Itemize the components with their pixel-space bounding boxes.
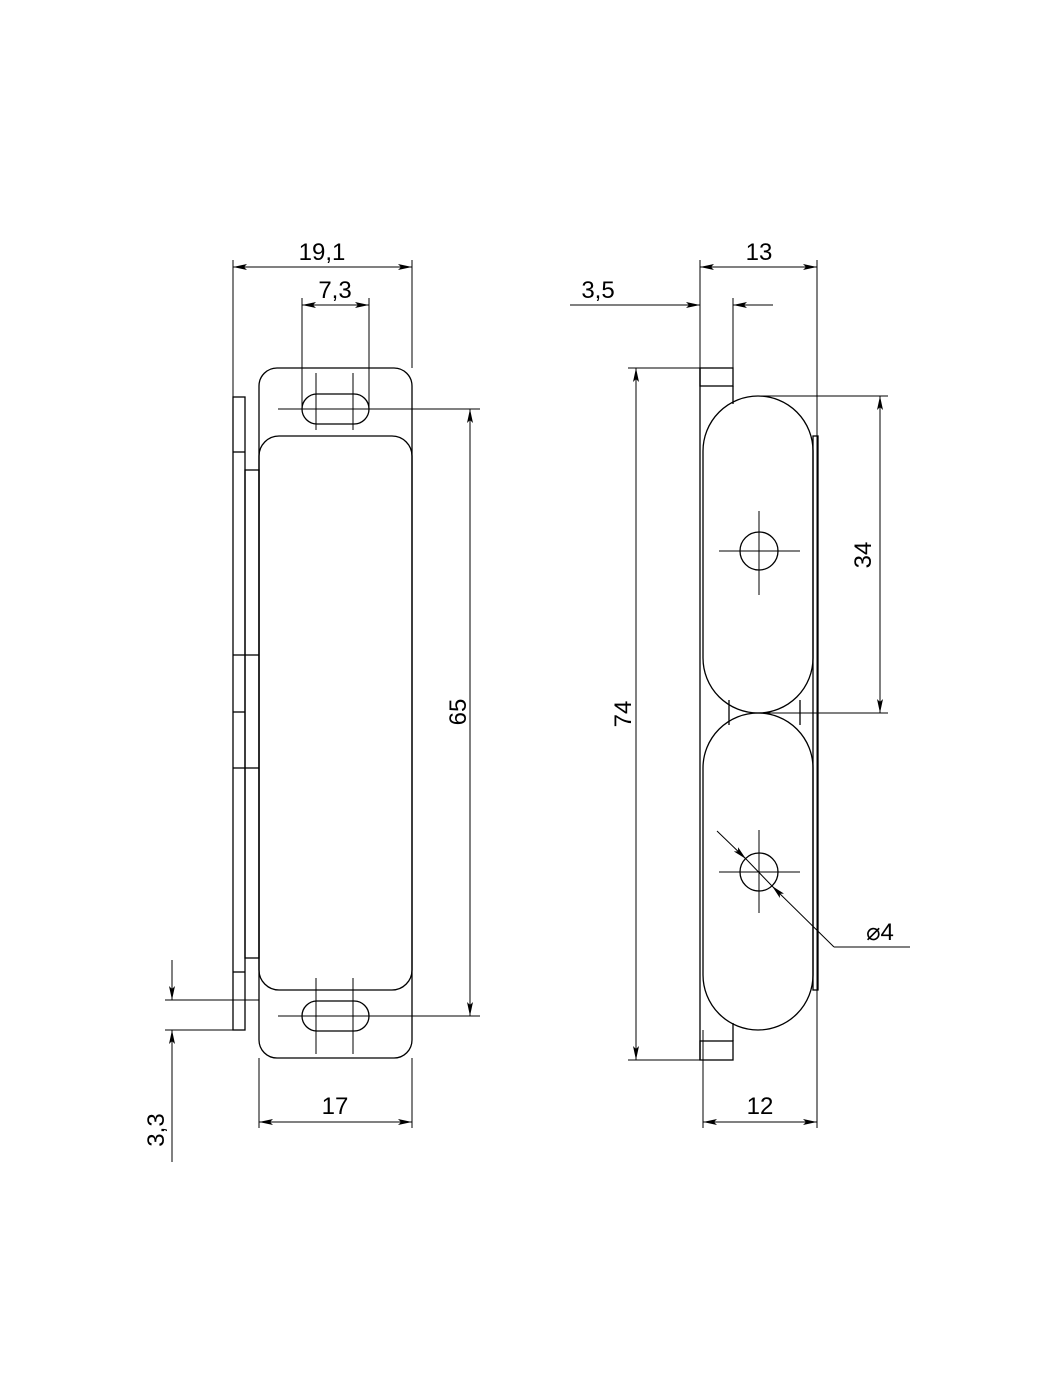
dimension-lines-side: [570, 260, 910, 1128]
upper-magnet: [702, 395, 814, 714]
back-plate: [699, 367, 819, 1061]
side-strip: [232, 396, 260, 1031]
hole-centerlines: [719, 511, 800, 913]
dim-body-depth: 12: [747, 1093, 774, 1120]
dim-hole-spacing: 65: [445, 699, 472, 726]
base-plate-outline: [258, 367, 413, 1059]
dim-slot-width: 7,3: [318, 277, 351, 304]
slot-centerlines: [278, 373, 480, 1054]
dim-body-width: 17: [322, 1093, 349, 1120]
dim-slot-height: 3,3: [143, 1113, 170, 1146]
dimension-lines-front: [165, 260, 473, 1162]
dim-magnet-hole-spacing: 34: [850, 542, 877, 569]
dim-plate-thickness: 3,5: [581, 277, 614, 304]
dim-overall-depth: 13: [746, 239, 773, 266]
lower-magnet: [702, 712, 814, 1031]
magnet-body-outline: [258, 435, 413, 991]
dim-overall-width: 19,1: [299, 239, 346, 266]
front-view: 19,1 7,3 65 17 3,3: [143, 239, 480, 1162]
dim-overall-height: 74: [610, 701, 637, 728]
dim-hole-diameter: ⌀4: [866, 919, 894, 946]
side-view: 13 3,5 74 34 12 ⌀4: [570, 239, 910, 1128]
